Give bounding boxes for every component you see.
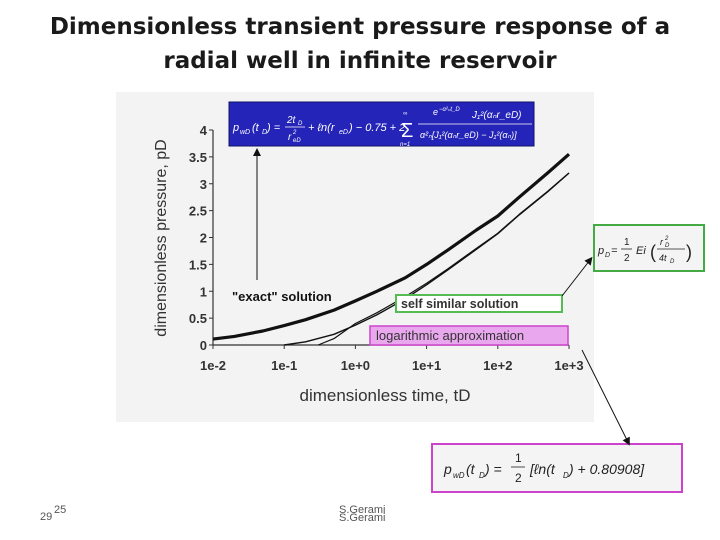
svg-text:) =: ) = bbox=[483, 461, 502, 477]
svg-text:p: p bbox=[597, 245, 604, 257]
svg-text:+ ℓn(r: + ℓn(r bbox=[308, 122, 336, 134]
title-line-2: radial well in infinite reservoir bbox=[163, 48, 557, 74]
svg-text:=: = bbox=[611, 245, 618, 257]
arrow-to-self-similar-equation bbox=[561, 256, 593, 297]
x-tick-label: 1e+2 bbox=[483, 358, 512, 373]
svg-text:2: 2 bbox=[624, 253, 630, 264]
svg-text:self similar solution: self similar solution bbox=[401, 297, 518, 311]
x-tick-label: 1e-2 bbox=[200, 358, 226, 373]
author-footer-duplicate: S.Gerami bbox=[339, 512, 386, 524]
x-tick-label: 1e+0 bbox=[341, 358, 370, 373]
svg-text:4t: 4t bbox=[659, 253, 667, 263]
svg-text:D: D bbox=[262, 129, 267, 136]
y-tick-label: 1.5 bbox=[189, 257, 207, 272]
y-tick-label: 2.5 bbox=[189, 204, 207, 219]
svg-text:2t: 2t bbox=[286, 115, 297, 126]
svg-text:Σ: Σ bbox=[401, 120, 413, 142]
title-line-1: Dimensionless transient pressure respons… bbox=[49, 14, 671, 40]
svg-text:J₁²(αₙr_eD): J₁²(αₙr_eD) bbox=[471, 110, 522, 121]
self-similar-label: self similar solution bbox=[395, 294, 563, 313]
svg-text:∞: ∞ bbox=[403, 111, 407, 117]
svg-text:"exact" solution: "exact" solution bbox=[232, 289, 332, 304]
svg-text:(t: (t bbox=[252, 122, 260, 134]
figure-background bbox=[116, 92, 594, 422]
svg-text:D: D bbox=[670, 259, 675, 265]
svg-text:) − 0.75 + 2: ) − 0.75 + 2 bbox=[347, 122, 405, 134]
y-tick-label: 1 bbox=[200, 284, 207, 299]
svg-text:): ) bbox=[686, 242, 692, 262]
x-tick-label: 1e+1 bbox=[412, 358, 441, 373]
svg-text:e: e bbox=[433, 107, 438, 117]
svg-text:r: r bbox=[288, 132, 292, 143]
x-tick-label: 1e-1 bbox=[271, 358, 297, 373]
svg-text:eD: eD bbox=[293, 138, 301, 144]
y-tick-label: 0.5 bbox=[189, 311, 207, 326]
y-tick-label: 3 bbox=[200, 177, 207, 192]
y-axis-label: dimensionless pressure, pD bbox=[153, 139, 170, 336]
svg-text:logarithmic approximation: logarithmic approximation bbox=[376, 328, 524, 343]
page-number: 25 bbox=[54, 504, 67, 516]
svg-text:(t: (t bbox=[466, 461, 476, 477]
svg-text:D: D bbox=[665, 243, 670, 249]
exact-solution-curve bbox=[212, 152, 571, 341]
svg-text:D: D bbox=[563, 471, 569, 480]
svg-text:eD: eD bbox=[339, 129, 348, 136]
svg-text:D: D bbox=[479, 471, 485, 480]
curves bbox=[212, 152, 571, 346]
y-tick-label: 3.5 bbox=[189, 150, 207, 165]
svg-text:wD: wD bbox=[453, 471, 465, 480]
svg-text:) =: ) = bbox=[265, 122, 281, 134]
svg-text:n=1: n=1 bbox=[400, 142, 410, 148]
log-approx-label: logarithmic approximation bbox=[369, 325, 569, 346]
svg-text:D: D bbox=[605, 252, 610, 259]
svg-text:r: r bbox=[660, 237, 664, 247]
slide-title: Dimensionless transient pressure respons… bbox=[10, 10, 710, 78]
svg-text:D: D bbox=[298, 121, 303, 127]
author-footer: S.Gerami bbox=[339, 504, 386, 516]
svg-text:−α²ₙt_D: −α²ₙt_D bbox=[439, 107, 460, 113]
x-axis-label: dimensionless time, tD bbox=[299, 386, 470, 405]
svg-text:α²ₙ[J₁²(αₙr_eD) − J₁²(αₙ)]: α²ₙ[J₁²(αₙr_eD) − J₁²(αₙ)] bbox=[420, 130, 517, 140]
svg-text:[ℓn(t: [ℓn(t bbox=[529, 461, 556, 477]
y-tick-label: 4 bbox=[200, 123, 208, 138]
svg-text:2: 2 bbox=[292, 130, 297, 136]
x-tick-label: 1e+3 bbox=[554, 358, 583, 373]
svg-text:wD: wD bbox=[240, 129, 250, 136]
svg-text:1: 1 bbox=[515, 451, 522, 465]
arrow-to-log-approx-equation bbox=[581, 349, 630, 446]
svg-text:Ei: Ei bbox=[636, 245, 646, 257]
svg-text:p: p bbox=[232, 122, 239, 134]
svg-text:2: 2 bbox=[515, 471, 522, 485]
y-tick-label: 2 bbox=[200, 231, 207, 246]
svg-text:) + 0.80908]: ) + 0.80908] bbox=[567, 461, 645, 477]
tick-labels: 1e-2 1e-1 1e+0 1e+1 1e+2 1e+3 0 0.5 1 1.5 2 2.5 3 3.5… bbox=[189, 123, 584, 373]
svg-text:1: 1 bbox=[624, 237, 630, 248]
svg-text:2: 2 bbox=[664, 236, 669, 242]
page-number-duplicate: 29 bbox=[40, 511, 53, 523]
svg-text:(: ( bbox=[650, 242, 656, 262]
svg-text:p: p bbox=[443, 461, 452, 477]
logarithmic-approximation-curve bbox=[317, 172, 570, 346]
exact-solution-label: "exact" solution bbox=[232, 289, 332, 304]
y-tick-label: 0 bbox=[200, 338, 207, 353]
